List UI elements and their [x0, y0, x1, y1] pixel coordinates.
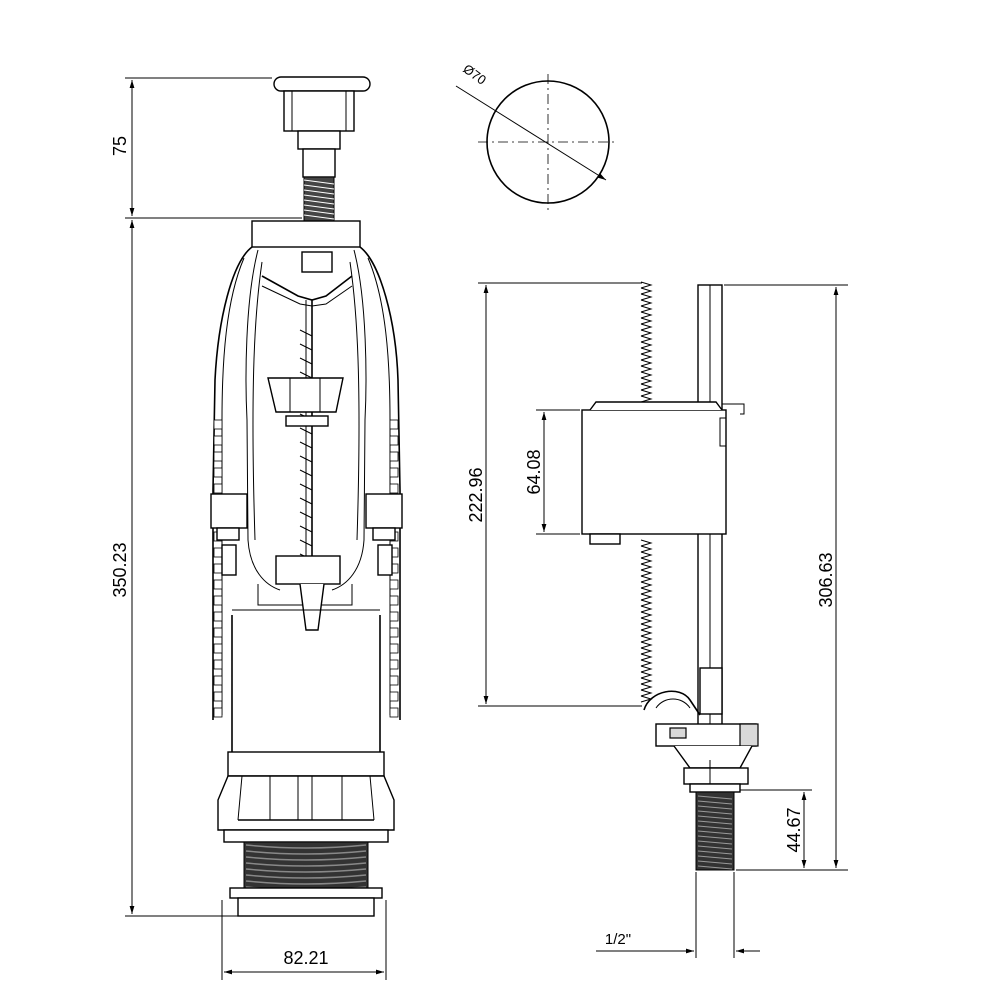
inner-float — [257, 251, 353, 631]
dim-base-width: 82.21 — [283, 948, 328, 968]
flush-valve-dimensions: 75 350.23 82.21 — [110, 77, 387, 980]
fill-shank — [695, 791, 735, 871]
push-button — [273, 76, 371, 178]
dim-fill-valve-height: 306.63 — [816, 552, 836, 607]
side-clips — [210, 493, 403, 611]
dim-button-diameter: Ø70 — [460, 61, 489, 88]
dim-thread-size: 1/2" — [605, 931, 631, 948]
top-cap — [251, 220, 361, 248]
float-cup — [581, 401, 745, 545]
threaded-rod — [303, 176, 335, 222]
dim-flush-valve-height: 350.23 — [110, 542, 130, 597]
fill-valve-dimensions: 222.96 64.08 306.63 44.67 1/2" — [466, 282, 848, 958]
dim-flush-button-height: 75 — [110, 136, 130, 156]
flush-valve-drawing — [210, 76, 403, 917]
outer-cage — [212, 246, 401, 720]
valve-head — [643, 667, 759, 793]
dim-thread-length: 44.67 — [784, 807, 804, 852]
lower-body — [217, 615, 395, 843]
base-thread — [229, 841, 383, 917]
float-chain — [640, 281, 653, 703]
fill-valve-drawing — [581, 281, 759, 871]
dim-float-height: 64.08 — [524, 449, 544, 494]
button-top-view: Ø70 — [455, 61, 618, 214]
dim-float-travel: 222.96 — [466, 467, 486, 522]
